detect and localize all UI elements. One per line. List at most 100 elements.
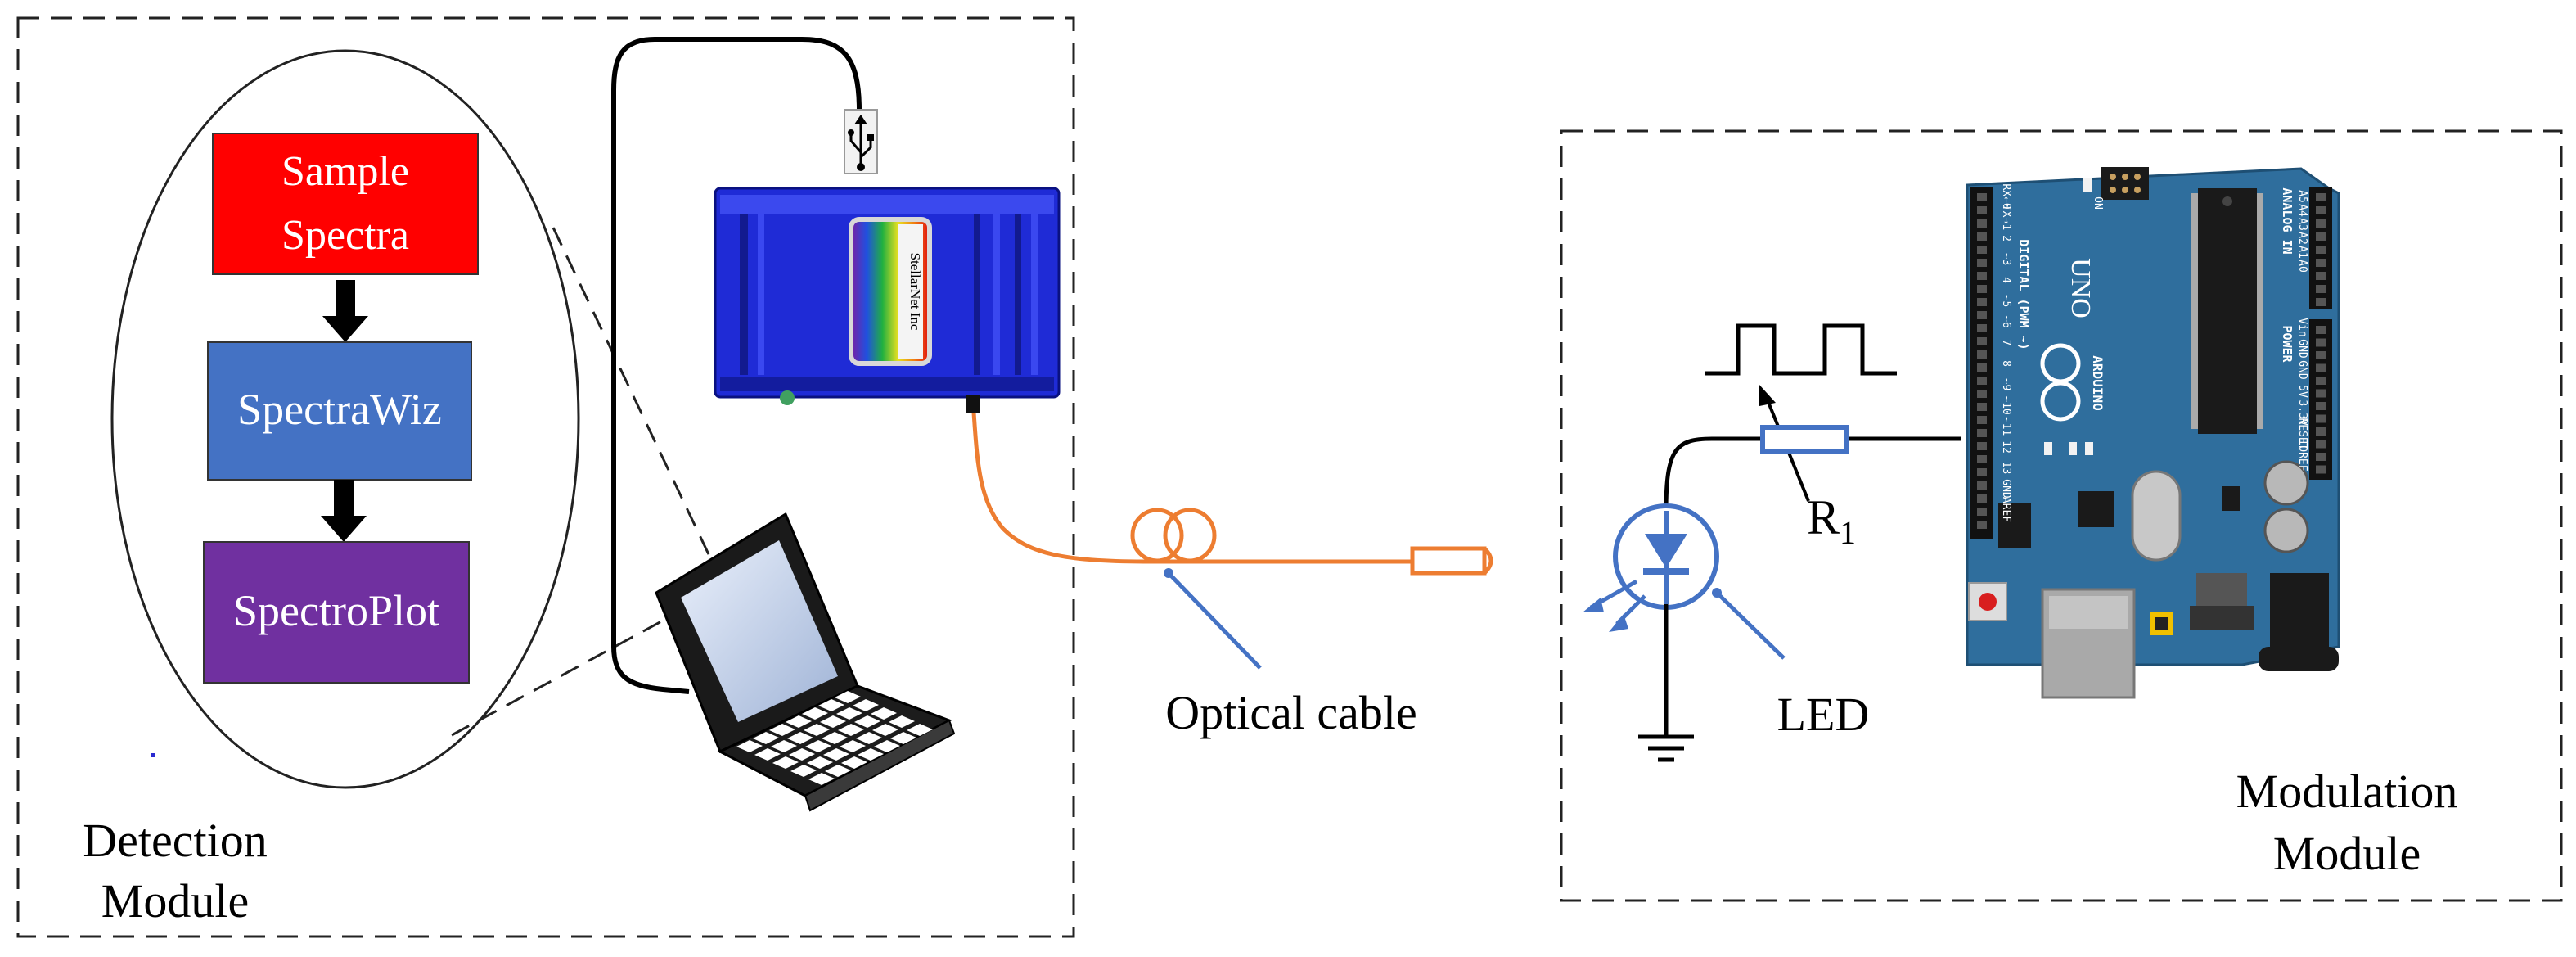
header-hole — [2316, 440, 2326, 449]
pin-label: 12 — [2000, 440, 2012, 454]
header-hole — [1977, 390, 1987, 398]
header-hole — [1977, 206, 1987, 214]
keyboard-key — [802, 707, 828, 720]
header-hole — [1977, 416, 1987, 424]
flow-arrow-1 — [322, 280, 368, 342]
arduino-on-label: ON — [2092, 196, 2104, 210]
header-hole — [1977, 298, 1987, 306]
led-symbol — [1583, 503, 1719, 632]
led-pointer — [1715, 591, 1786, 660]
header-hole — [1977, 363, 1987, 372]
pin-label: IOREF — [2296, 439, 2308, 471]
header-hole — [1977, 455, 1987, 463]
keyboard-key — [820, 715, 846, 728]
pwm-waveform — [1705, 323, 1897, 376]
pin-label: A5 — [2296, 190, 2308, 203]
keyboard-key — [786, 715, 812, 728]
keyboard-key — [818, 699, 844, 711]
header-hole — [2316, 351, 2326, 359]
ground-symbol — [1638, 734, 1694, 762]
header-hole — [2316, 272, 2326, 280]
keyboard-key — [871, 707, 897, 720]
header-hole — [1977, 219, 1987, 228]
arduino-analog-label: ANALOG IN — [2280, 187, 2295, 254]
keyboard-key — [890, 732, 916, 744]
pin-label: RESET — [2296, 418, 2308, 449]
keyboard-key — [840, 740, 866, 752]
optical-cable-pointer-dot — [1164, 568, 1173, 578]
header-hole — [2316, 219, 2326, 228]
arduino-uno-board — [1966, 167, 2340, 699]
arduino-brand-label: ARDUINO — [2090, 355, 2105, 410]
optical-cable-pointer — [1167, 571, 1262, 670]
header-hole — [1977, 350, 1987, 359]
header-hole — [1977, 232, 1987, 241]
usb-cable — [611, 37, 862, 694]
keyboard-key — [808, 773, 835, 785]
keyboard-key — [841, 756, 867, 769]
header-hole — [1977, 442, 1987, 450]
pin-label: GND — [2296, 360, 2308, 380]
led-label: LED — [1777, 688, 1870, 741]
header-hole — [1977, 403, 1987, 411]
keyboard-key — [807, 756, 833, 769]
spectrawiz-box — [207, 341, 472, 481]
keyboard-key — [805, 740, 831, 752]
sample-spectra-label-line2: Spectra — [281, 212, 409, 259]
header-hole — [1977, 259, 1987, 267]
header-hole — [1977, 468, 1987, 476]
arduino-model-label: UNO — [2065, 258, 2096, 318]
pin-label: Vin — [2296, 318, 2308, 336]
header-hole — [2316, 193, 2326, 201]
header-hole — [2316, 259, 2326, 267]
header-hole — [1977, 246, 1987, 254]
optical-cable-label: Optical cable — [1165, 686, 1417, 739]
keyboard-key — [822, 732, 848, 744]
pin-label: 2 — [2000, 235, 2012, 242]
flow-arrow-2 — [321, 480, 367, 542]
resistor-r1-label: R1 — [1807, 490, 1856, 551]
keyboard-key — [835, 691, 861, 703]
pin-label: GND — [2000, 479, 2012, 499]
spectroplot-box — [203, 541, 470, 684]
usb-icon — [844, 109, 878, 174]
header-hole — [1977, 193, 1987, 201]
modulation-module-boundary — [1560, 129, 2563, 902]
header-hole — [2316, 206, 2326, 214]
keyboard-key — [790, 765, 817, 777]
header-hole — [1977, 311, 1987, 319]
keyboard-key — [771, 740, 797, 752]
pin-label: 5V — [2296, 385, 2308, 398]
zoom-line-upper — [552, 227, 718, 571]
pin-label: A0 — [2296, 260, 2308, 273]
keyboard-key — [736, 740, 763, 752]
keyboard-key — [754, 748, 781, 761]
resistor-r1 — [1760, 425, 1849, 454]
pin-label: GND — [2296, 339, 2308, 359]
header-hole — [1977, 337, 1987, 345]
spectrometer — [714, 187, 1061, 413]
pin-label: ~9 — [2000, 378, 2012, 391]
pin-label: ~3 — [2000, 253, 2012, 266]
optical-fiber — [971, 412, 1493, 576]
keyboard-key — [823, 748, 849, 761]
keyboard-key — [874, 740, 900, 752]
spectrawiz-label: SpectraWiz — [237, 385, 442, 434]
header-hole — [2316, 246, 2326, 254]
led-pointer-dot — [1712, 588, 1722, 598]
keyboard-key — [787, 732, 813, 744]
keyboard-key — [838, 724, 864, 736]
spectroplot-label: SpectroPlot — [233, 586, 439, 635]
header-hole — [2316, 389, 2326, 398]
header-hole — [2316, 232, 2326, 241]
header-hole — [1977, 285, 1987, 293]
header-hole — [1977, 324, 1987, 332]
stray-dot — [151, 753, 155, 757]
keyboard-key — [889, 715, 915, 728]
modulation-module-label-line1: Modulation — [2236, 765, 2458, 818]
pin-label: A4 — [2296, 204, 2308, 217]
